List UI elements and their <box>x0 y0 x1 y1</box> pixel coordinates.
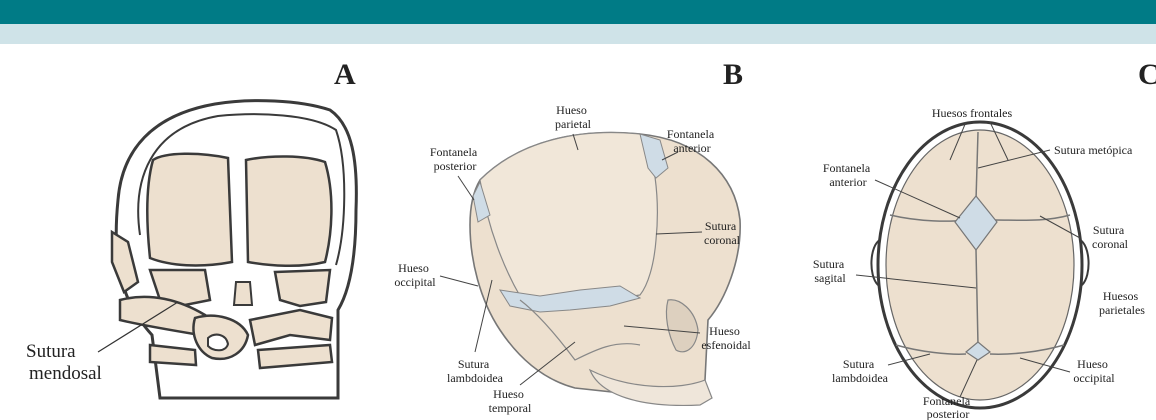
label-hueso-occipital: Hueso occipital <box>394 261 436 289</box>
label-sutura-lambdoidea-c: Sutura lambdoidea <box>832 357 889 385</box>
label-sutura-coronal: Sutura coronal <box>704 219 741 247</box>
panel-a-skull-front: Sutura mendosal <box>26 101 356 398</box>
label-sutura-mendosal: Sutura mendosal <box>26 341 102 384</box>
label-fontanela-posterior-c: Fontanela posterior <box>923 394 973 420</box>
maxilla-inner <box>208 335 228 351</box>
label-sutura-sagital: Sutura sagital <box>813 257 847 285</box>
label-hueso-parietal: Hueso parietal <box>555 103 592 131</box>
frontal-bone-right <box>246 156 331 265</box>
label-fontanela-posterior: Fontanela posterior <box>430 145 480 173</box>
label-sutura-coronal-c: Sutura coronal <box>1092 223 1129 251</box>
leader-hueso-occipital <box>440 276 478 286</box>
label-fontanela-anterior-c: Fontanela anterior <box>823 161 873 189</box>
label-huesos-parietales: Huesos parietales <box>1099 289 1145 317</box>
label-hueso-temporal: Hueso temporal <box>489 387 532 415</box>
label-fontanela-anterior: Fontanela anterior <box>667 127 717 155</box>
panel-b-skull-lateral: Hueso parietal Fontanela posterior Fonta… <box>394 103 751 415</box>
frontal-bone-left <box>147 154 232 266</box>
leader-fontanela-posterior <box>458 176 474 200</box>
label-hueso-occipital-c: Hueso occipital <box>1073 357 1115 385</box>
label-sutura-metopica: Sutura metópica <box>1054 143 1133 157</box>
skull-top-inner <box>886 130 1074 400</box>
label-huesos-frontales: Huesos frontales <box>932 106 1013 120</box>
nasal-bone <box>234 282 252 305</box>
panel-c-skull-top: Huesos frontales Sutura metópica Fontane… <box>813 106 1145 420</box>
label-sutura-lambdoidea: Sutura lambdoidea <box>447 357 504 385</box>
orbit-right-bone <box>275 270 330 306</box>
label-hueso-esfenoidal: Hueso esfenoidal <box>701 324 751 352</box>
